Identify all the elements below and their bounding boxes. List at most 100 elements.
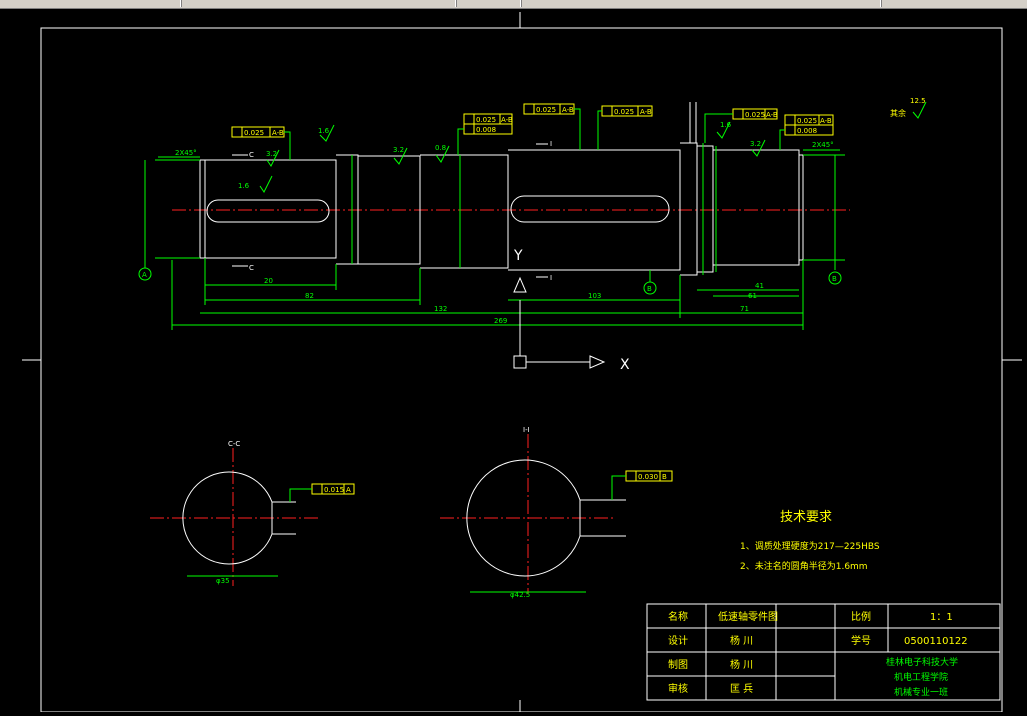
datum-a-marker (138, 267, 152, 281)
cut-plane-i-markers (536, 143, 548, 278)
section-i-label: I-I (523, 426, 530, 434)
tolerance-frame-right-2: 0.025 A-B 0.008 (784, 114, 834, 136)
svg-text:A: A (346, 486, 351, 494)
shaft-outline (199, 102, 804, 276)
svg-text:A-B: A-B (820, 117, 832, 125)
keyway-left (206, 199, 330, 223)
tb-scale-label: 比例 (851, 610, 871, 623)
svg-text:1.6: 1.6 (238, 182, 250, 190)
cut-i-bottom-label: I (550, 274, 552, 282)
svg-text:A-B: A-B (640, 108, 652, 116)
tb-draw-value: 杨 川 (730, 658, 753, 671)
tb-school-2: 机电工程学院 (894, 671, 948, 683)
toolbar-divider (180, 0, 182, 7)
dim-269: 269 (494, 317, 507, 325)
tolerance-frame-mid-2: 0.025 A-B (523, 103, 575, 115)
tb-scale-value: 1：1 (930, 612, 953, 623)
roughness-values: 1.6 3.2 1.6 3.2 0.8 1.6 3.2 (238, 121, 761, 190)
svg-text:0.025: 0.025 (244, 129, 264, 137)
tb-draw-label: 制图 (668, 658, 688, 671)
chamfer-left-label: 2X45° (175, 149, 197, 157)
chamfer-right-label: 2X45° (812, 141, 834, 149)
svg-text:1.6: 1.6 (720, 121, 732, 129)
svg-text:0.015: 0.015 (324, 486, 344, 494)
tb-id-value: 0500110122 (904, 636, 968, 647)
tech-req-title: 技术要求 (780, 510, 832, 525)
section-c-c: C-C φ35 0.015 A (150, 440, 355, 586)
tb-name-value: 低速轴零件图 (718, 610, 778, 623)
section-i-i: I-I φ42.5 0.030 B (440, 426, 673, 599)
tb-id-label: 学号 (851, 634, 871, 647)
dim-41: 41 (755, 282, 764, 290)
svg-text:0.025: 0.025 (614, 108, 634, 116)
svg-text:0.008: 0.008 (797, 127, 817, 135)
cut-c-bottom-label: C (249, 264, 254, 272)
ucs-y-label: Y (513, 248, 523, 264)
title-block-grid (646, 603, 1001, 701)
svg-text:0.8: 0.8 (435, 144, 446, 152)
roughness-note-value: 12.5 (910, 97, 926, 105)
tolerance-frame-left: 0.025 A-B (231, 126, 285, 138)
toolbar-divider (455, 0, 457, 7)
datum-a-label: A (142, 271, 147, 279)
svg-text:0.025: 0.025 (536, 106, 556, 114)
tb-review-value: 匡 兵 (730, 682, 753, 695)
toolbar-divider (520, 0, 522, 7)
tolerance-frame-mid-3: 0.025 A-B (601, 105, 653, 117)
tb-school-1: 桂林电子科技大学 (886, 656, 958, 668)
tb-design-label: 设计 (668, 634, 688, 647)
section-i-width: φ42.5 (510, 591, 530, 599)
drawing-frame (40, 27, 1003, 713)
svg-text:A-B: A-B (766, 111, 778, 119)
frame-center-marks (22, 12, 1022, 712)
datum-b-label: B (832, 275, 837, 283)
cad-drawing-canvas[interactable]: 20 82 132 269 103 61 71 41 2X45° 2X45° A… (0, 8, 1027, 713)
ucs-icon[interactable]: Y X (513, 248, 630, 373)
datum-mid-marker (643, 281, 657, 295)
svg-text:3.2: 3.2 (393, 146, 404, 154)
svg-text:A-B: A-B (501, 116, 513, 124)
cut-i-top-label: I (550, 140, 552, 148)
datum-mid-label: B (647, 285, 652, 293)
svg-text:A-B: A-B (562, 106, 574, 114)
svg-text:A-B: A-B (272, 129, 284, 137)
svg-text:0.030: 0.030 (638, 473, 658, 481)
tolerance-frame-right-1: 0.025 A-B (732, 108, 778, 120)
tb-design-value: 杨 川 (730, 634, 753, 647)
roughness-note-text: 其余 (890, 108, 906, 118)
ucs-x-label: X (620, 357, 630, 373)
svg-text:1.6: 1.6 (318, 127, 330, 135)
window-top-strip (0, 0, 1027, 9)
title-block-text: 名称 低速轴零件图 比例 1：1 设计 杨 川 学号 0500110122 制图… (668, 610, 968, 698)
roughness-symbols (259, 101, 927, 193)
datum-b-marker (828, 271, 842, 285)
tolerance-frame-mid-1: 0.025 A-B 0.008 (463, 113, 513, 135)
tb-name-label: 名称 (668, 610, 688, 623)
svg-text:0.008: 0.008 (476, 126, 496, 134)
svg-text:3.2: 3.2 (750, 140, 761, 148)
tech-req-1: 1、调质处理硬度为217—225HBS (740, 540, 880, 552)
dimension-lines (144, 143, 845, 330)
svg-text:0.025: 0.025 (476, 116, 496, 124)
dim-61: 61 (748, 292, 757, 300)
tb-school-3: 机械专业一班 (894, 686, 948, 698)
dim-103: 103 (588, 292, 601, 300)
section-c-label: C-C (228, 440, 240, 448)
svg-text:0.025: 0.025 (745, 111, 765, 119)
tolerance-leaders (284, 108, 785, 160)
svg-text:0.025: 0.025 (797, 117, 817, 125)
svg-text:3.2: 3.2 (266, 150, 277, 158)
dim-82: 82 (305, 292, 314, 300)
toolbar-divider (880, 0, 882, 7)
tb-review-label: 审核 (668, 682, 688, 695)
tech-req-2: 2、未注名的圆角半径为1.6mm (740, 560, 868, 572)
cut-plane-c-markers (232, 154, 248, 267)
section-c-width: φ35 (216, 577, 230, 585)
dim-20: 20 (264, 277, 273, 285)
dim-132: 132 (434, 305, 447, 313)
svg-text:B: B (662, 473, 667, 481)
dimension-texts: 20 82 132 269 103 61 71 41 (264, 277, 764, 325)
keyway-right (510, 195, 670, 223)
dim-71: 71 (740, 305, 749, 313)
cut-c-top-label: C (249, 151, 254, 159)
